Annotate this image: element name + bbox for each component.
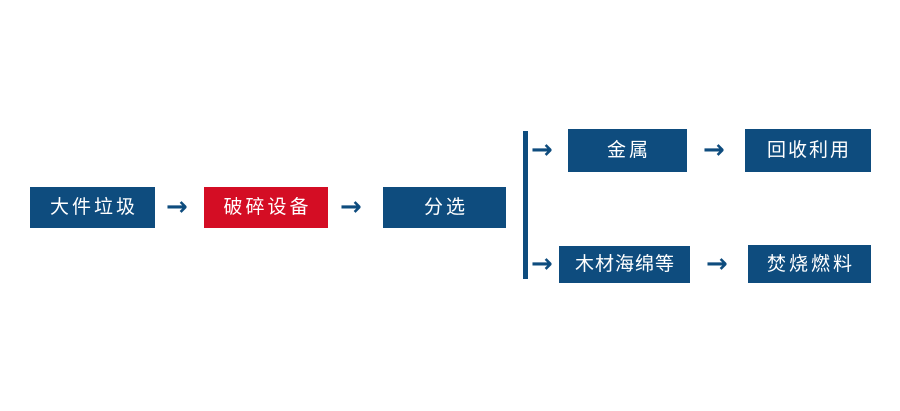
branch-arrow-down-icon: → bbox=[531, 249, 553, 279]
node-crushing-equipment[interactable]: 破碎设备 bbox=[204, 187, 328, 228]
arrow-right-icon: → bbox=[340, 192, 362, 222]
node-wood-sponge-etc[interactable]: 木材海绵等 bbox=[559, 246, 690, 283]
node-incineration-fuel[interactable]: 焚烧燃料 bbox=[748, 245, 871, 283]
node-bulky-waste[interactable]: 大件垃圾 bbox=[30, 187, 155, 228]
arrow-right-icon: → bbox=[703, 135, 725, 165]
node-metal[interactable]: 金属 bbox=[568, 129, 687, 172]
arrow-right-icon: → bbox=[706, 249, 728, 279]
node-sorting[interactable]: 分选 bbox=[383, 187, 506, 228]
branch-arrow-up-icon: → bbox=[531, 135, 553, 165]
node-recycling-reuse[interactable]: 回收利用 bbox=[745, 129, 871, 172]
arrow-right-icon: → bbox=[166, 192, 188, 222]
branch-bracket-line bbox=[523, 131, 528, 279]
